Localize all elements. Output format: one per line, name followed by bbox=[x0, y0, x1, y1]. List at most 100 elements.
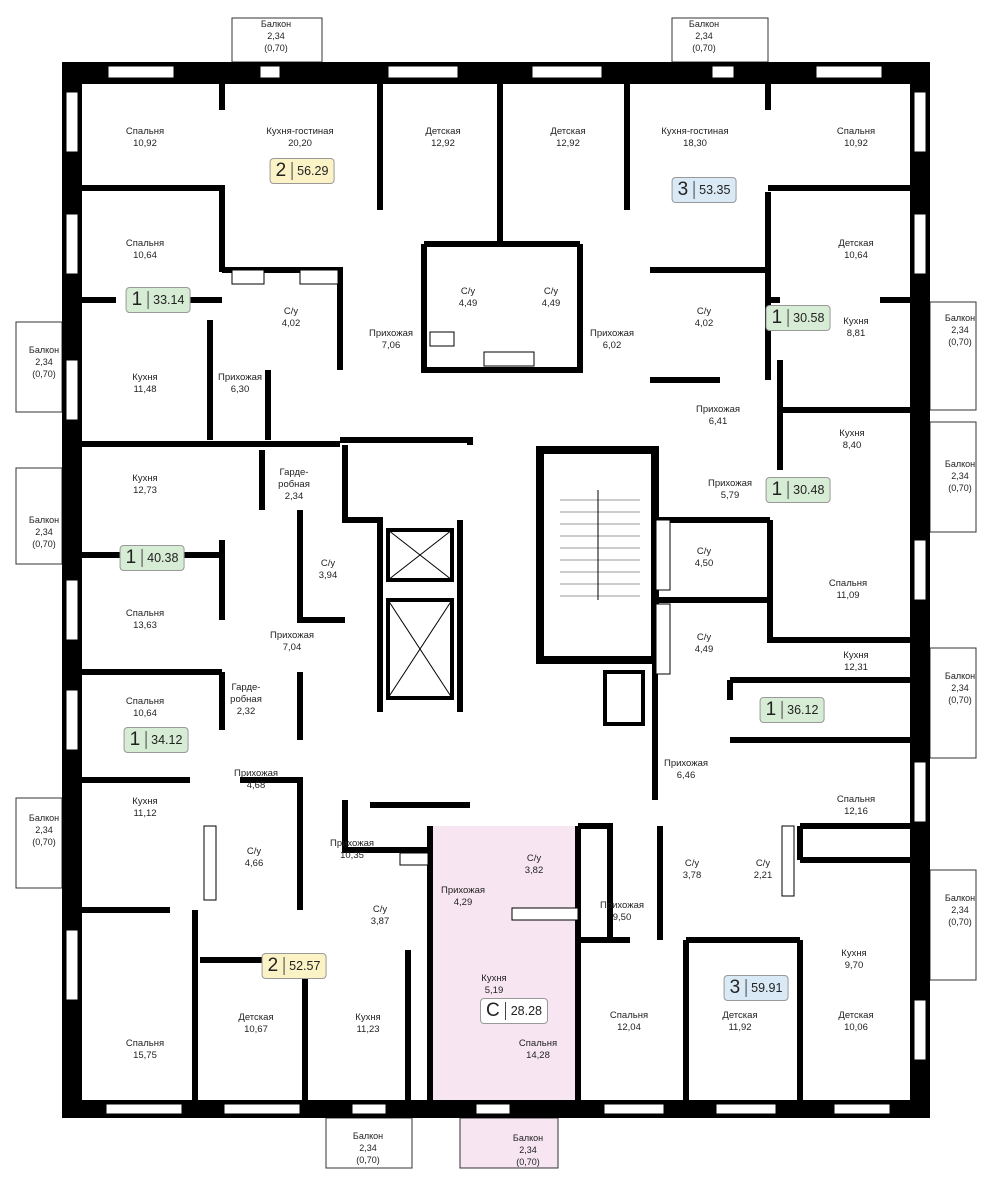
room-name: С/у bbox=[320, 558, 336, 569]
room-area: 4,68 bbox=[246, 780, 266, 791]
balcony-reduced: (0,70) bbox=[32, 539, 56, 549]
room-name: С/у bbox=[684, 858, 700, 869]
room-name: Кухня bbox=[355, 1012, 381, 1023]
room-area: 20,20 bbox=[288, 138, 312, 149]
room-area: 11,23 bbox=[356, 1024, 380, 1035]
balcony-reduced: (0,70) bbox=[32, 369, 56, 379]
room-name: С/у bbox=[696, 546, 712, 557]
room-name: Детская bbox=[838, 238, 874, 249]
room-area: 4,29 bbox=[453, 897, 473, 908]
room-name: С/у bbox=[696, 632, 712, 643]
room-area: 8,81 bbox=[846, 328, 866, 339]
room-name: С/у bbox=[460, 286, 476, 297]
room-name: Прихожая bbox=[329, 838, 375, 849]
apartment-room-count: 1 bbox=[772, 308, 789, 327]
room-name: Спальня bbox=[518, 1038, 558, 1049]
stairs bbox=[560, 490, 640, 600]
room-area: 4,49 bbox=[541, 298, 561, 309]
room-name: Спальня bbox=[125, 608, 165, 619]
room-area: 6,02 bbox=[602, 340, 622, 351]
apartment-area: 56.29 bbox=[297, 164, 329, 178]
balcony-area: 2,34 bbox=[519, 1145, 537, 1155]
room-name: Спальня bbox=[836, 126, 876, 137]
balcony-name: Балкон bbox=[944, 313, 976, 323]
room-area: 10,64 bbox=[133, 250, 157, 261]
room-name: Прихожая bbox=[695, 404, 741, 415]
room-area: 10,06 bbox=[844, 1022, 868, 1033]
balcony-name: Балкон bbox=[688, 19, 720, 29]
room-area: 5,19 bbox=[484, 985, 504, 996]
balcony-area: 2,34 bbox=[359, 1143, 377, 1153]
room-name: Кухня-гостиная bbox=[661, 126, 729, 137]
room-name: Спальня bbox=[125, 696, 165, 707]
balcony-reduced: (0,70) bbox=[516, 1157, 540, 1167]
room-area: 10,67 bbox=[244, 1024, 268, 1035]
room-area: 6,41 bbox=[708, 416, 728, 427]
room-name: Прихожая bbox=[217, 372, 263, 383]
room-area: 10,64 bbox=[133, 708, 157, 719]
balconies bbox=[15, 17, 977, 1169]
room-name: Прихожая bbox=[269, 630, 315, 641]
room-name: С/у bbox=[543, 286, 559, 297]
room-area: 3,94 bbox=[318, 570, 338, 581]
room-area: 12,04 bbox=[617, 1022, 641, 1033]
apartment-area: 28.28 bbox=[510, 1004, 543, 1018]
apartment-room-count: 2 bbox=[268, 956, 285, 975]
room-area: 6,46 bbox=[676, 770, 696, 781]
balcony-reduced: (0,70) bbox=[948, 483, 972, 493]
balcony-area: 2,34 bbox=[35, 357, 53, 367]
balcony-area: 2,34 bbox=[951, 471, 969, 481]
room-name: Прихожая bbox=[599, 900, 645, 911]
balcony-label: Балкон 2,34 (0,70) bbox=[945, 458, 975, 494]
room-name: Кухня bbox=[132, 372, 158, 383]
room-area: 3,78 bbox=[682, 870, 702, 881]
room-name: Кухня bbox=[132, 796, 158, 807]
room-area: 9,50 bbox=[612, 912, 632, 923]
room-area: 11,12 bbox=[133, 808, 157, 819]
room-name: Детская bbox=[238, 1012, 274, 1023]
balcony-name: Балкон bbox=[944, 459, 976, 469]
room-name: Детская bbox=[722, 1010, 758, 1021]
apartment-room-count: 1 bbox=[130, 730, 147, 749]
room-area: 4,49 bbox=[458, 298, 478, 309]
room-name: Спальня bbox=[125, 1038, 165, 1049]
balcony-name: Балкон bbox=[28, 515, 60, 525]
apartment-area: 53.35 bbox=[699, 183, 731, 197]
